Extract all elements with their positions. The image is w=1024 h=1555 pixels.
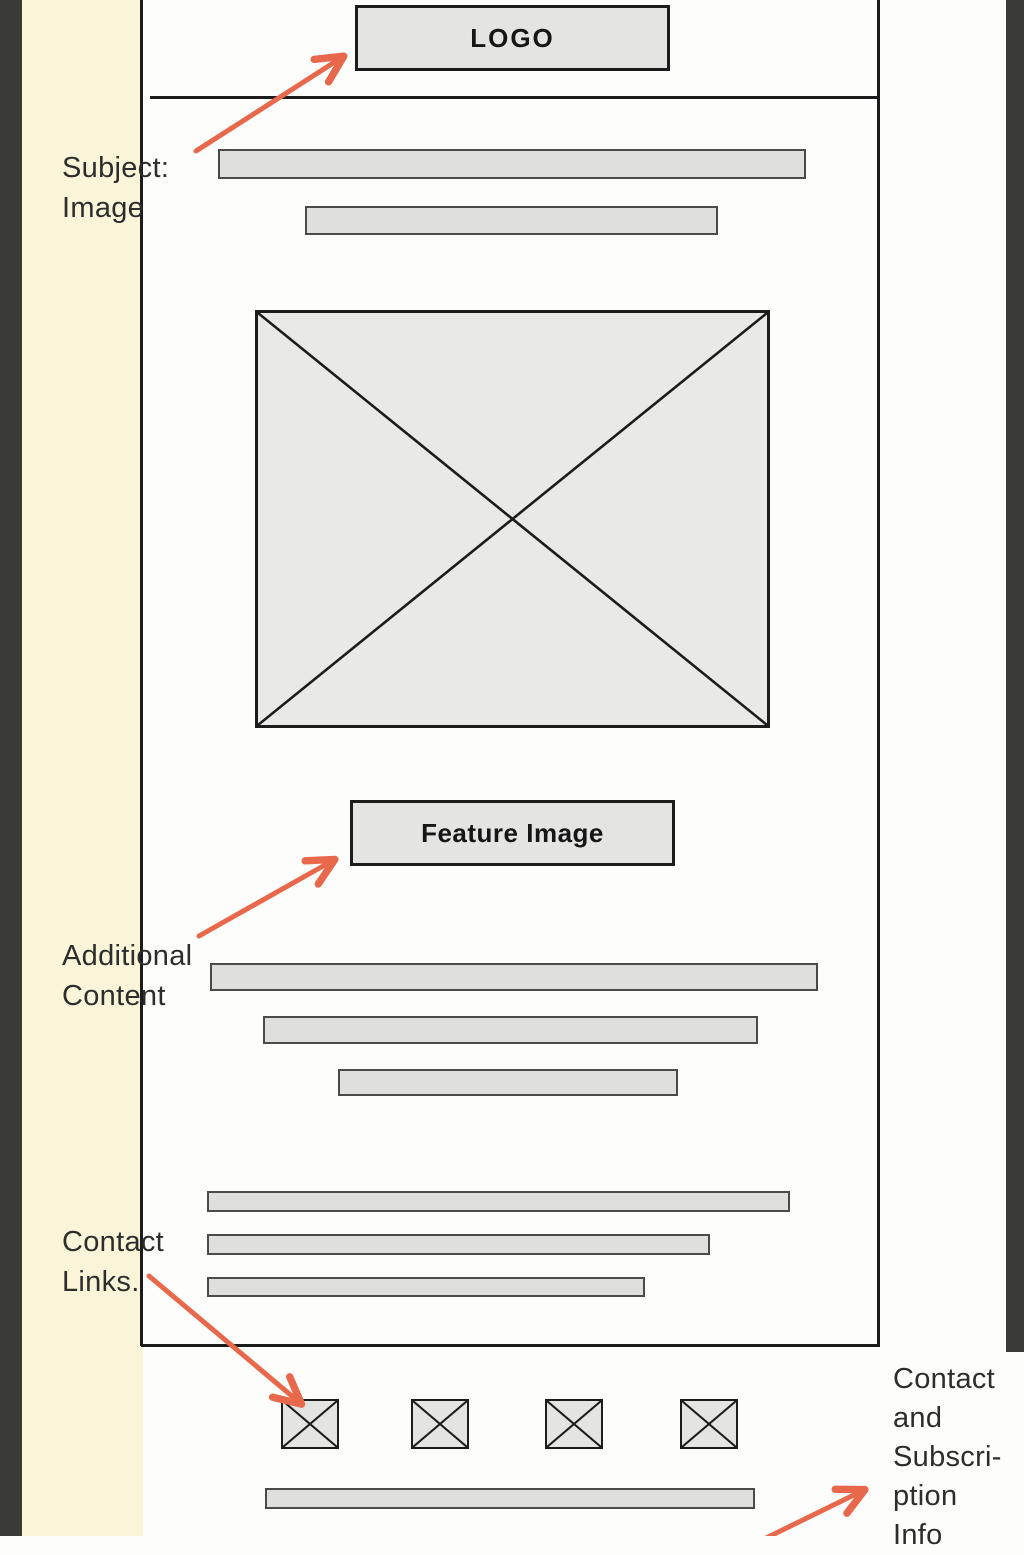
social-icon-placeholder: [281, 1399, 339, 1449]
text-line-placeholder: [263, 1016, 758, 1044]
text-line-placeholder: [305, 206, 718, 235]
annotation-line: and: [893, 1402, 943, 1434]
header-divider: [150, 96, 877, 99]
x-cross-icon: [682, 1401, 736, 1447]
annotation-contact-links: Contact Links.: [62, 1222, 164, 1302]
x-cross-icon: [283, 1401, 337, 1447]
x-cross-icon: [413, 1401, 467, 1447]
left-margin-background: [0, 0, 143, 1536]
logo-placeholder: LOGO: [355, 5, 670, 71]
annotation-line: Image: [62, 192, 145, 224]
hero-image-placeholder: [255, 310, 770, 728]
annotation-line: ption: [893, 1480, 958, 1512]
text-line-placeholder: [210, 963, 818, 991]
annotation-line: Links.: [62, 1266, 140, 1298]
text-line-placeholder: [218, 149, 806, 179]
x-cross-icon: [258, 313, 767, 725]
social-icon-placeholder: [545, 1399, 603, 1449]
x-cross-icon: [547, 1401, 601, 1447]
social-icon-placeholder: [411, 1399, 469, 1449]
annotation-arrow: [764, 1485, 869, 1536]
annotation-subject-image: Subject: Image: [62, 148, 169, 228]
left-edge-bar: [0, 0, 22, 1536]
text-line-placeholder: [207, 1277, 645, 1297]
wireframe-right-border: [877, 0, 880, 1346]
annotation-arrow: [193, 52, 348, 154]
wireframe-left-border: [140, 0, 143, 1346]
annotation-line: Contact: [62, 1226, 165, 1258]
footer-divider: [141, 1344, 880, 1347]
feature-image-placeholder: Feature Image: [350, 800, 675, 866]
annotation-additional-content: Additional Content: [62, 936, 192, 1016]
text-line-placeholder: [207, 1234, 710, 1255]
annotation-line: Contact: [893, 1363, 996, 1395]
annotation-arrow: [196, 855, 339, 939]
right-edge-bar: [1006, 0, 1024, 1352]
social-icon-placeholder: [680, 1399, 738, 1449]
annotation-line: Subject:: [62, 152, 170, 184]
feature-image-label: Feature Image: [421, 817, 604, 848]
annotation-contact-subscription: Contact and Subscri- ption Info: [893, 1360, 1002, 1555]
logo-label: LOGO: [470, 22, 555, 53]
text-line-placeholder: [338, 1069, 678, 1096]
annotation-line: Additional: [62, 940, 193, 972]
text-line-placeholder: [265, 1488, 755, 1509]
annotation-line: Subscri-: [893, 1441, 1002, 1473]
text-line-placeholder: [207, 1191, 790, 1212]
annotation-line: Content: [62, 980, 166, 1012]
